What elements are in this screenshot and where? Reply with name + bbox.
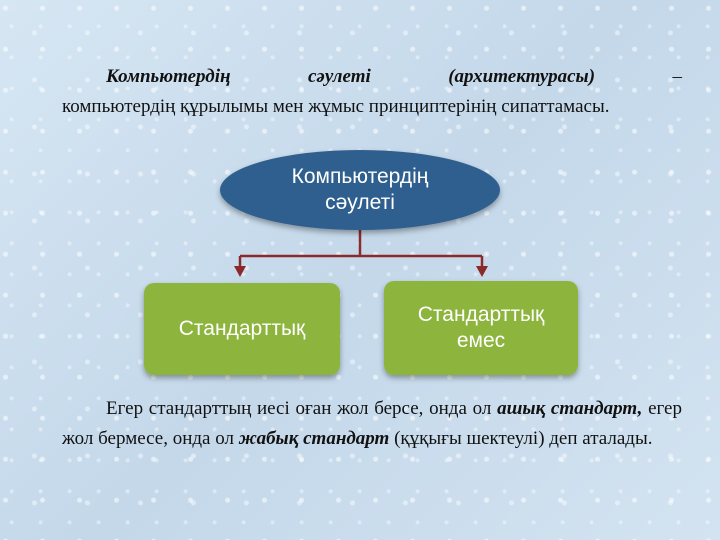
arrow-right-icon: [476, 266, 488, 277]
root-node-label: Компьютердің сәулеті: [291, 165, 429, 214]
connector-lines: [234, 226, 488, 277]
child-node-nonstandard: [384, 281, 578, 375]
term-word-1: Компьютердің: [106, 66, 231, 87]
footer-text-middle: егер жол бермесе, онда ол: [62, 398, 682, 449]
term-word-3: (архитектурасы): [448, 66, 596, 87]
open-standard-term: ашық стандарт,: [497, 398, 643, 419]
closed-standard-term: жабық стандарт: [238, 428, 390, 449]
term-word-2: сәулеті: [308, 66, 371, 87]
definition-text: компьютердің құрылымы мен жұмыс принципт…: [62, 96, 610, 117]
footer-text-after: (құқығы шектеулі) деп аталады.: [394, 428, 653, 449]
child-node-nonstandard-label: Стандарттық емес: [417, 303, 545, 352]
child-node-standard: [144, 283, 340, 375]
footer-text-before: Егер стандарттың иесі оған жол берсе, он…: [106, 398, 492, 419]
standards-paragraph: Егер стандарттың иесі оған жол берсе, он…: [62, 394, 682, 454]
definition-first-line: Компьютердің сәулеті (архитектурасы) –: [62, 62, 682, 92]
definition-paragraph: Компьютердің сәулеті (архитектурасы) – к…: [62, 62, 682, 122]
term-dash: –: [672, 66, 682, 87]
root-node: [220, 150, 500, 230]
child-node-standard-label: Стандарттық: [178, 317, 306, 340]
arrow-left-icon: [234, 266, 246, 277]
